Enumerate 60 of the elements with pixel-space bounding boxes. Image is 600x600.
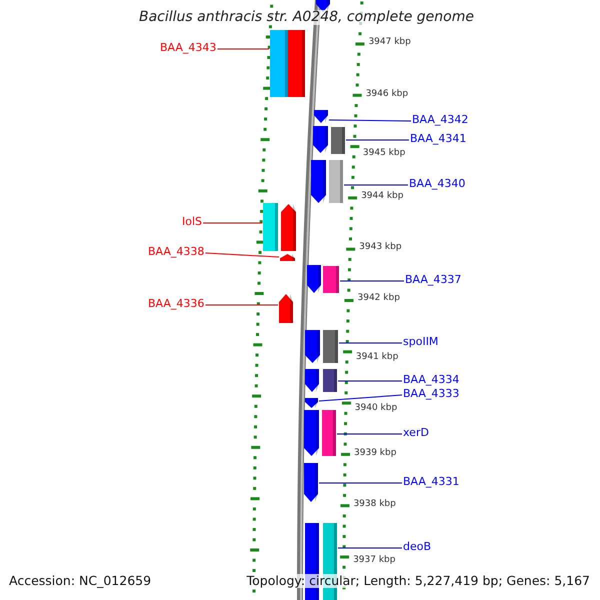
leader-line: [340, 280, 404, 282]
gene-feature: [323, 369, 337, 392]
scale-label: 3940 kbp: [354, 404, 398, 414]
scale-label: 3941 kbp: [356, 353, 398, 363]
gene-label: xerD: [403, 426, 429, 439]
leader-line: [204, 252, 280, 258]
gene-feature: [281, 204, 296, 251]
scale-label: 3947 kbp: [368, 38, 411, 48]
gene-label: IolS: [182, 216, 202, 228]
gene-feature: [288, 30, 305, 97]
genome-summary: Topology: circular; Length: 5,227,419 bp; Genes: 5,167: [246, 574, 590, 588]
leader-line: [338, 380, 402, 382]
gene-feature: [263, 203, 278, 251]
leader-line: [318, 394, 402, 402]
scale-label: 3938 kbp: [353, 500, 396, 510]
gene-feature: [322, 410, 336, 456]
gene-label: deoB: [403, 540, 432, 553]
gene-feature: [305, 398, 318, 408]
scale-label: 3943 kbp: [359, 243, 402, 253]
gene-feature: [270, 30, 288, 97]
gene-label: BAA_4338: [148, 246, 204, 258]
scale-label: 3945 kbp: [362, 149, 406, 159]
gene-feature: [314, 110, 328, 123]
leader-line: [328, 120, 412, 122]
leader-line: [318, 482, 402, 484]
gene-feature: [329, 160, 343, 203]
gene-label: BAA_4337: [405, 274, 462, 286]
gene-label: BAA_4340: [409, 178, 466, 190]
gene-feature: [305, 330, 320, 363]
gene-label: spoIIM: [403, 336, 438, 348]
leader-line: [202, 222, 262, 224]
scale-label: 3939 kbp: [354, 449, 396, 459]
gene-label: BAA_4342: [412, 114, 468, 126]
gene-label: BAA_4331: [403, 476, 460, 488]
gene-feature: [331, 127, 345, 154]
gene-label: BAA_4333: [403, 388, 460, 400]
gene-feature: [323, 266, 339, 293]
gene-feature: [304, 463, 318, 502]
leader-line: [216, 48, 270, 50]
scale-label: 3946 kbp: [366, 90, 408, 100]
title: Bacillus anthracis str. A0248, complete genome: [137, 10, 476, 26]
leader-line: [338, 342, 402, 344]
gene-feature: [313, 126, 328, 153]
gene-label: BAA_4341: [410, 132, 466, 145]
accession-text: Accession: NC_012659: [9, 574, 152, 588]
gene-label: BAA_4334: [403, 374, 460, 386]
gene-feature: [311, 160, 326, 203]
leader-line: [204, 304, 278, 306]
scale-label: 3937 kbp: [353, 556, 396, 566]
gene-label: BAA_4343: [160, 42, 216, 54]
scale-label: 3942 kbp: [358, 294, 400, 304]
gene-feature: [304, 410, 319, 456]
gene-feature: [305, 369, 319, 392]
gene-feature: [307, 265, 321, 293]
gene-label: BAA_4336: [148, 298, 204, 310]
scale-label: 3944 kbp: [361, 192, 404, 202]
gene-feature: [323, 330, 338, 363]
leader-line: [344, 184, 408, 186]
gene-feature: [280, 254, 295, 261]
gene-feature: [279, 294, 293, 323]
